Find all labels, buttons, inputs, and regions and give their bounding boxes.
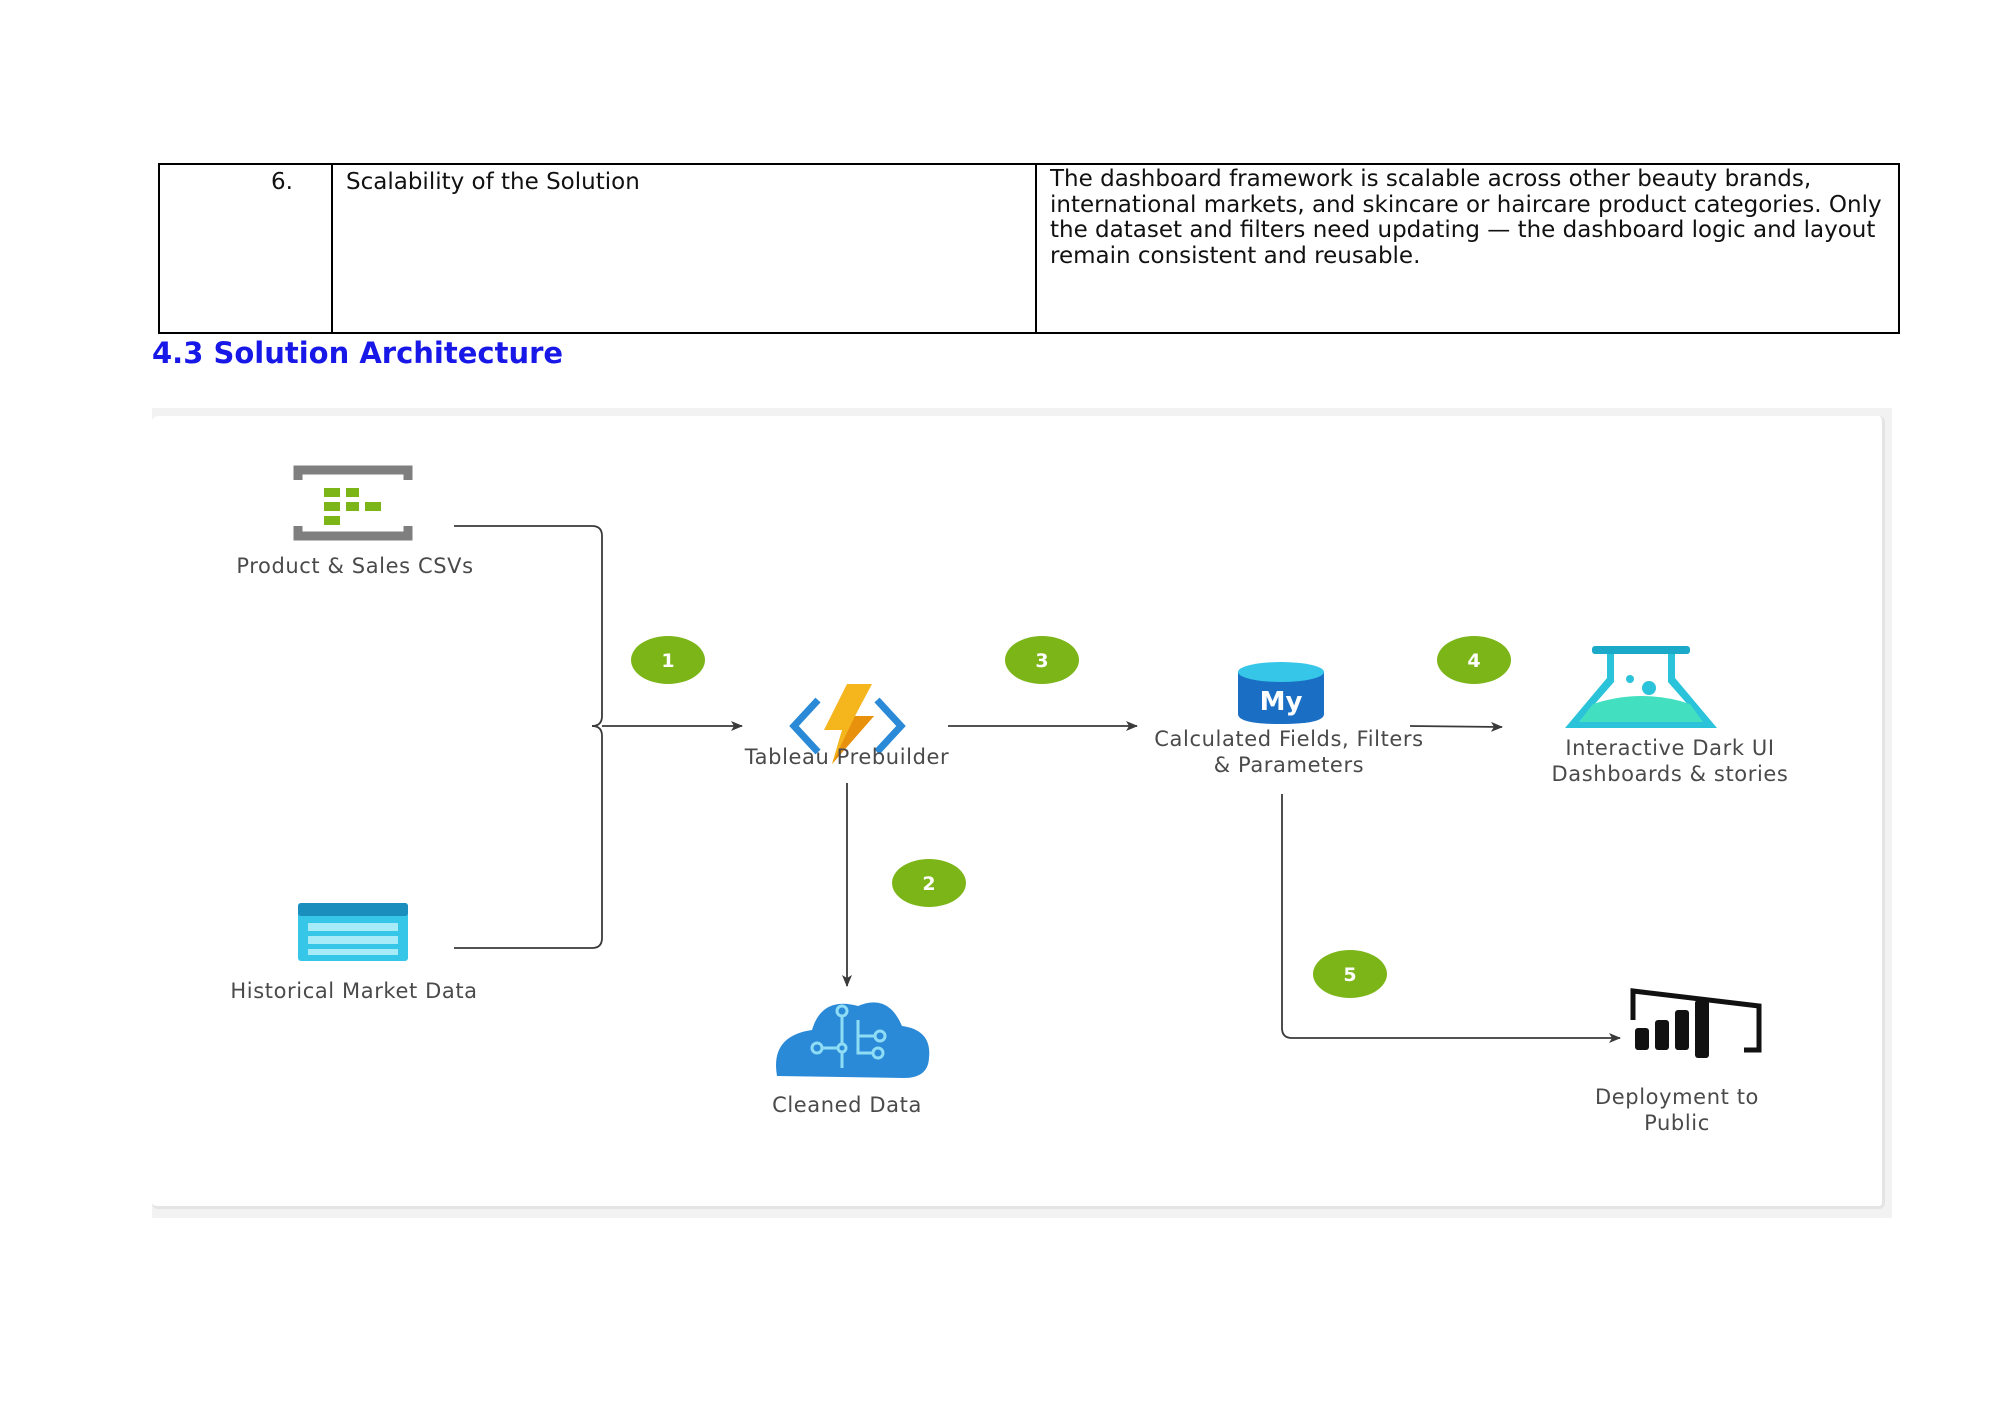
arrow-calculated-to-interactive xyxy=(1409,721,1503,732)
flask-lab-icon xyxy=(1565,646,1717,728)
mysql-my-glyph: My xyxy=(1260,687,1303,717)
connector-product-to-merge xyxy=(454,525,603,727)
step-badge-2: 2 xyxy=(892,859,966,907)
node-label-cleaned: Cleaned Data xyxy=(772,1093,922,1117)
node-label-deployment: Deployment to Public xyxy=(1594,1085,1759,1135)
row-title: Scalability of the Solution xyxy=(331,163,1037,334)
step-badge-4: 4 xyxy=(1437,636,1511,684)
node-label-product-sales: Product & Sales CSVs xyxy=(236,554,474,578)
architecture-diagram: 1 2 3 4 5 xyxy=(152,408,1892,1218)
connector-historical-to-merge xyxy=(454,725,603,949)
node-label-calculated: Calculated Fields, Filters & Parameters xyxy=(1154,727,1424,777)
step-badge-5: 5 xyxy=(1313,950,1387,998)
row-number: 6. xyxy=(158,163,333,334)
diagram-graphics: 1 2 3 4 5 xyxy=(293,465,1762,1078)
table-row: 6. Scalability of the Solution The dashb… xyxy=(158,163,1900,334)
node-label-prebuilder: Tableau Prebuilder xyxy=(744,745,950,769)
step-badge-1: 1 xyxy=(631,636,705,684)
diagram-canvas xyxy=(152,416,1885,1209)
node-label-interactive: Interactive Dark UI Dashboards & stories xyxy=(1551,736,1789,786)
cloud-data-icon xyxy=(776,1002,930,1078)
step-4-label: 4 xyxy=(1467,650,1480,672)
step-1-label: 1 xyxy=(661,650,674,672)
csv-data-icon xyxy=(293,465,413,541)
node-label-historical: Historical Market Data xyxy=(230,979,478,1003)
power-bi-icon xyxy=(1630,988,1762,1058)
row-description: The dashboard framework is scalable acro… xyxy=(1035,163,1900,334)
step-2-label: 2 xyxy=(922,873,935,895)
mysql-database-icon: My xyxy=(1238,662,1324,724)
connector-lines xyxy=(454,525,1621,1043)
historical-data-icon xyxy=(298,903,408,961)
arrow-calculated-to-deployment xyxy=(1281,794,1621,1043)
section-heading: 4.3 Solution Architecture xyxy=(152,336,564,370)
step-badge-3: 3 xyxy=(1005,636,1079,684)
step-5-label: 5 xyxy=(1343,964,1356,986)
step-3-label: 3 xyxy=(1035,650,1048,672)
lightning-function-icon xyxy=(789,684,906,764)
scalability-table: 6. Scalability of the Solution The dashb… xyxy=(158,163,1900,334)
